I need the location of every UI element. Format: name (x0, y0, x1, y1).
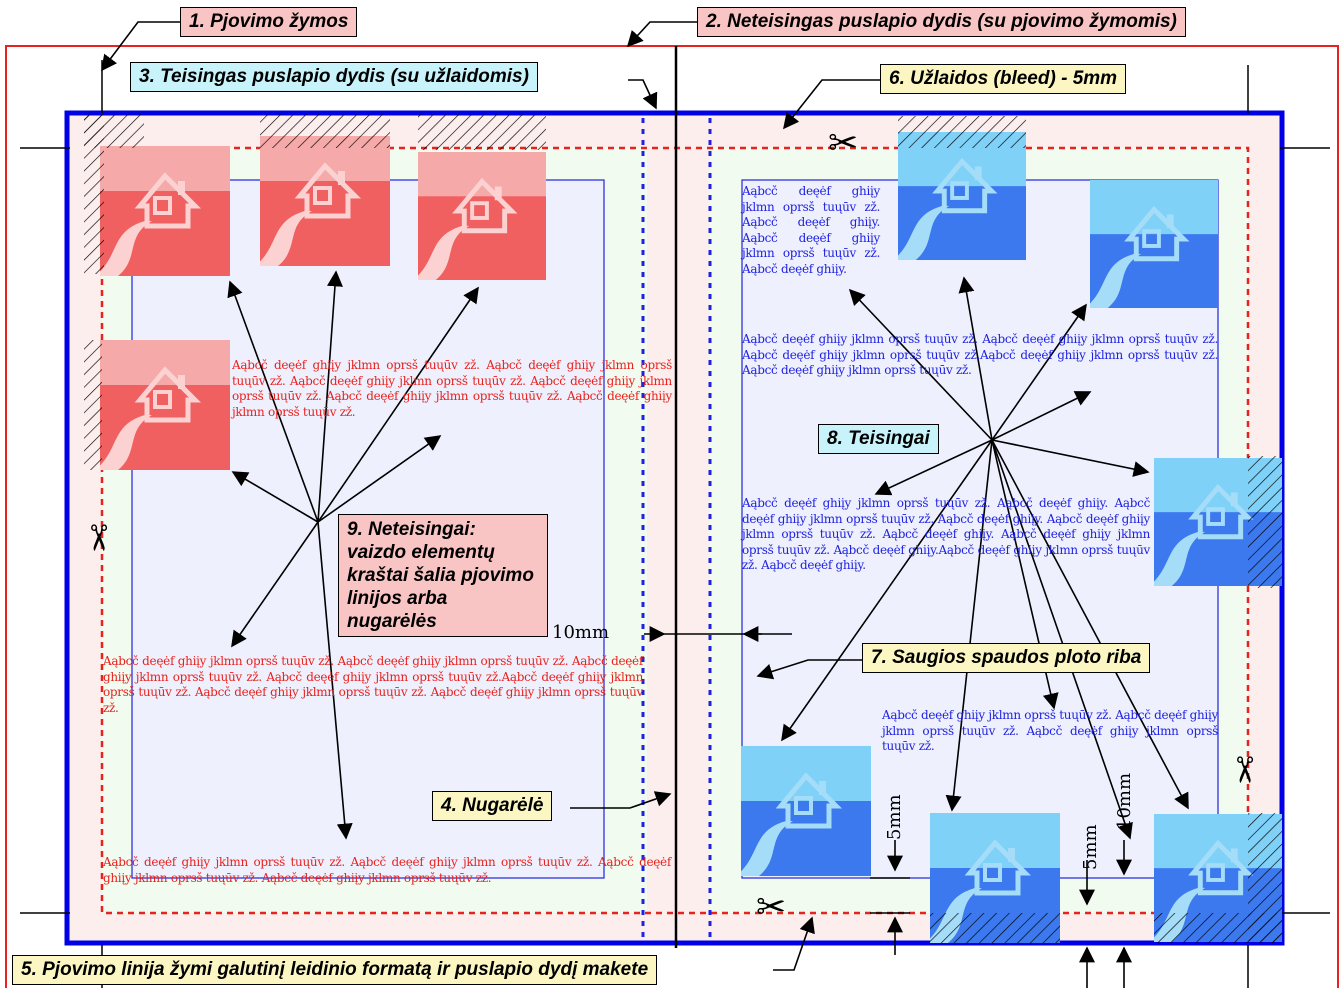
dimension-label: 10mm (1114, 772, 1135, 830)
dimension-vertical (870, 840, 1132, 988)
dimension-label: 10mm (552, 622, 610, 643)
house-image (413, 152, 546, 280)
right-text-block: Aąbcč deęėf ghiįy jklmn oprsš tuųūv zž. … (882, 708, 1218, 753)
crop-marks (20, 60, 1330, 988)
callout-safe-area: 7. Saugios spaudos ploto riba (862, 643, 1151, 673)
house-image (255, 136, 390, 266)
house-image (95, 340, 230, 470)
scissors-icon: ✂ (756, 887, 787, 928)
callout-correct-size: 3. Teisingas puslapio dydis (su užlaidom… (130, 62, 538, 92)
callout-bleed: 6. Užlaidos (bleed) - 5mm (880, 64, 1127, 94)
dimension-label: 5mm (884, 794, 905, 840)
house-image (95, 146, 230, 276)
right-text-block: Aąbcč deęėf ghiįy jklmn oprsš tuųūv zž. … (742, 184, 880, 276)
left-text-block: Aąbcč deęėf ghiįy jklmn oprsš tuųūv zž. … (103, 654, 643, 715)
scissors-icon: ✂ (1223, 754, 1265, 786)
scissors-icon: ✂ (77, 522, 119, 554)
scissors-icon: ✂ (828, 123, 859, 164)
dimension-label: 5mm (1080, 824, 1101, 870)
callout-arrows (101, 21, 880, 971)
left-text-block: Aąbcč deęėf ghiįy jklmn oprsš tuųūv zž. … (232, 358, 672, 419)
wrong-page-frame (5, 45, 1339, 988)
right-text-block: Aąbcč deęėf ghiįy jklmn oprsš tuųūv zž. … (742, 496, 1150, 572)
callout-crop-marks: 1. Pjovimo žymos (180, 7, 358, 37)
arrows-incorrect (227, 270, 479, 840)
house-image (893, 132, 1026, 260)
left-text-block: Aąbcč deęėf ghiįy jklmn oprsš tuųūv zž. … (103, 855, 671, 885)
callout-spine: 4. Nugarėlė (432, 791, 553, 821)
left-images (84, 114, 546, 470)
right-text-block: Aąbcč deęėf ghiįy jklmn oprsš tuųūv zž. … (742, 332, 1218, 377)
callout-cut-line: 5. Pjovimo linija žymi galutinį leidinio… (12, 955, 658, 985)
house-image (1085, 180, 1218, 308)
callout-wrong-size: 2. Neteisingas puslapio dydis (su pjovim… (697, 7, 1186, 37)
callout-incorrect: 9. Neteisingai: vaizdo elementų kraštai … (338, 514, 548, 637)
house-image (736, 746, 871, 876)
callout-correct: 8. Teisingai (818, 424, 939, 454)
right-images (736, 116, 1282, 943)
